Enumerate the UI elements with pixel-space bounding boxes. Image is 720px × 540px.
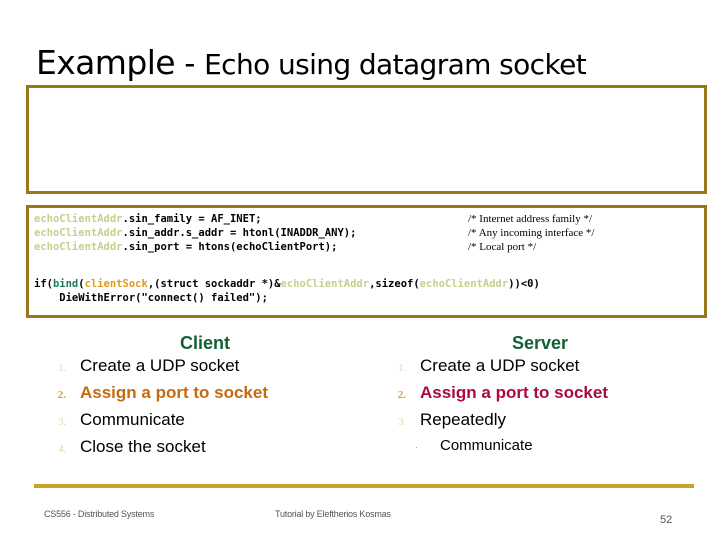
step-number: 1. bbox=[58, 363, 67, 374]
code-2-token: ))<0) bbox=[508, 278, 540, 290]
page-title-main: Example bbox=[36, 43, 176, 82]
code-1-token: .sin_family = AF_INET; bbox=[122, 213, 262, 225]
footer-divider bbox=[34, 484, 694, 488]
client-column: Client 1. Create a UDP socket 2. Assign a p… bbox=[30, 332, 370, 464]
step-number: 2. bbox=[397, 389, 406, 401]
step-item: 3. Communicate bbox=[30, 410, 370, 437]
step-label: Close the socket bbox=[80, 437, 206, 456]
step-number: 3. bbox=[398, 417, 407, 428]
page-title: Example - Echo using datagram socket bbox=[36, 44, 716, 84]
code-2-token: bind bbox=[52, 278, 79, 290]
step-item: 4. Close the socket bbox=[30, 437, 370, 464]
code-1-line: echoClientAddr.sin_addr.s_addr = htonl(I… bbox=[34, 226, 706, 240]
page-title-separator: - bbox=[174, 46, 205, 82]
footer-page-number: 52 bbox=[660, 514, 673, 526]
step-item: 1. Create a UDP socket bbox=[370, 356, 700, 383]
step-label: Create a UDP socket bbox=[420, 356, 580, 375]
step-label: Communicate bbox=[80, 410, 185, 429]
code-1-comment: /* Any incoming interface */ bbox=[468, 227, 595, 239]
step-item: 3. Repeatedly bbox=[370, 410, 700, 437]
step-item: 2. Assign a port to socket bbox=[370, 383, 700, 410]
step-item: 2. Assign a port to socket bbox=[30, 383, 370, 410]
code-1-comment: /* Local port */ bbox=[468, 241, 537, 253]
code-listing-address-setup: echoClientAddr.sin_family = AF_INET;/* I… bbox=[34, 212, 706, 254]
substep-item: · Communicate bbox=[370, 437, 700, 463]
client-step-list: 1. Create a UDP socket 2. Assign a port to … bbox=[30, 356, 370, 464]
code-2-token: ( bbox=[78, 278, 85, 290]
server-step-list: 1. Create a UDP socket 2. Assign a port to … bbox=[370, 356, 700, 463]
step-number: 4. bbox=[58, 444, 67, 455]
step-number: 1. bbox=[398, 363, 407, 374]
step-item: 1. Create a UDP socket bbox=[30, 356, 370, 383]
code-2-line: DieWithError("connect() failed"); bbox=[34, 291, 706, 305]
server-column: Server 1. Create a UDP socket 2. Assign a p… bbox=[370, 332, 700, 463]
code-1-token: echoClientAddr bbox=[34, 213, 123, 225]
code-2-token: echoClientAddr bbox=[280, 278, 370, 290]
step-label: Assign a port to socket bbox=[420, 383, 608, 402]
footer-course-label: CS556 - Distributed Systems bbox=[44, 509, 155, 519]
code-1-token: echoClientAddr bbox=[34, 227, 123, 239]
code-1-token: .sin_addr.s_addr = htonl(INADDR_ANY); bbox=[122, 227, 357, 239]
client-heading: Client bbox=[179, 333, 230, 353]
bullet-icon: · bbox=[415, 442, 418, 452]
code-1-line: echoClientAddr.sin_port = htons(echoClie… bbox=[34, 240, 706, 254]
code-2-token: DieWithError("connect() failed"); bbox=[34, 292, 268, 304]
step-number: 3. bbox=[58, 417, 67, 428]
code-2-token: ,sizeof( bbox=[369, 278, 420, 290]
page-title-subtitle: Echo using datagram socket bbox=[204, 48, 587, 81]
code-box-upper bbox=[26, 85, 707, 194]
code-box-lower bbox=[26, 205, 707, 318]
code-1-token: echoClientAddr bbox=[34, 241, 123, 253]
code-1-token: .sin_port = htons(echoClientPort); bbox=[122, 241, 338, 253]
step-number: 2. bbox=[57, 389, 66, 401]
code-2-token: clientSock bbox=[84, 278, 148, 290]
code-2-token: ,(struct sockaddr *)& bbox=[147, 278, 281, 290]
code-2-token: echoClientAddr bbox=[419, 278, 509, 290]
step-label: Assign a port to socket bbox=[80, 383, 268, 402]
server-heading: Server bbox=[511, 333, 569, 353]
code-1-comment: /* Internet address family */ bbox=[468, 213, 593, 225]
code-1-line: echoClientAddr.sin_family = AF_INET; /* I… bbox=[34, 212, 706, 226]
code-2-line: if(bind(clientSock,(struct sockaddr *)&e… bbox=[34, 277, 706, 291]
step-label: Create a UDP socket bbox=[80, 356, 240, 375]
substep-label: Communicate bbox=[440, 437, 533, 454]
code-listing-bind-check: if(bind(clientSock,(struct sockaddr *)&e… bbox=[34, 277, 706, 305]
footer-tutorial-label: Tutorial by Eleftherios Kosmas bbox=[275, 509, 391, 519]
code-2-token: if( bbox=[34, 278, 53, 290]
step-label: Repeatedly bbox=[420, 410, 507, 429]
